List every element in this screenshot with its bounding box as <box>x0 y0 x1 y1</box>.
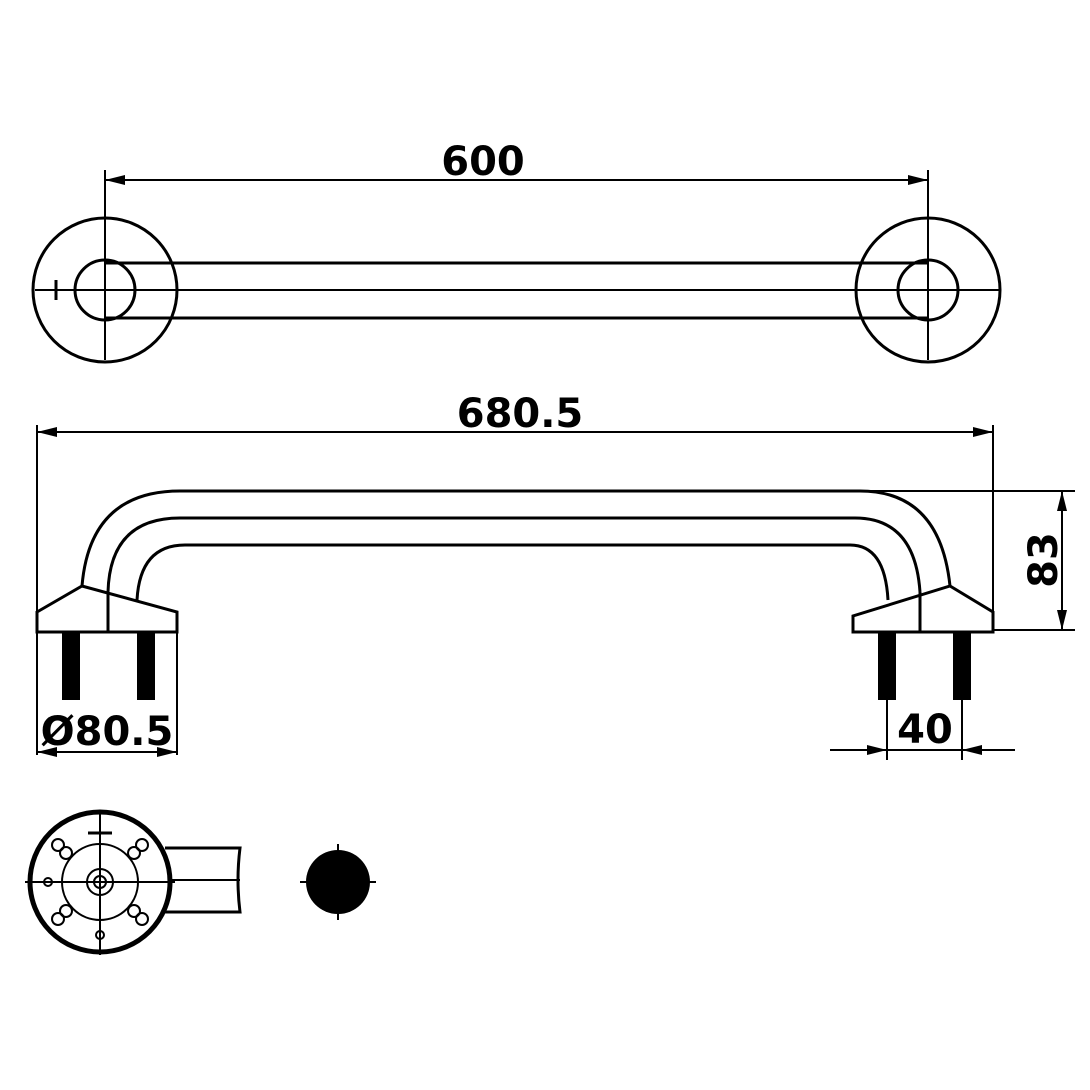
dimension-label-680-5: 680.5 <box>457 391 584 437</box>
bottom-hole <box>95 930 105 940</box>
dimension-label-40: 40 <box>897 707 953 753</box>
right-base <box>851 584 995 634</box>
side-view: 680.5 Ø80.5 40 83 <box>35 391 1075 760</box>
left-anchor-1 <box>62 632 80 700</box>
side-hole <box>43 877 53 887</box>
flange-detail <box>25 809 376 955</box>
left-base <box>35 584 179 634</box>
mounting-slots <box>51 838 149 926</box>
bar-middle <box>106 516 922 593</box>
dimension-label-diameter: Ø80.5 <box>41 709 174 755</box>
dimension-label-600: 600 <box>441 139 525 185</box>
left-anchor-2 <box>137 632 155 700</box>
top-view: 600 <box>31 139 1002 364</box>
bar-outer <box>80 489 952 587</box>
dimension-label-83: 83 <box>1021 532 1067 588</box>
bar-inner <box>135 543 890 601</box>
